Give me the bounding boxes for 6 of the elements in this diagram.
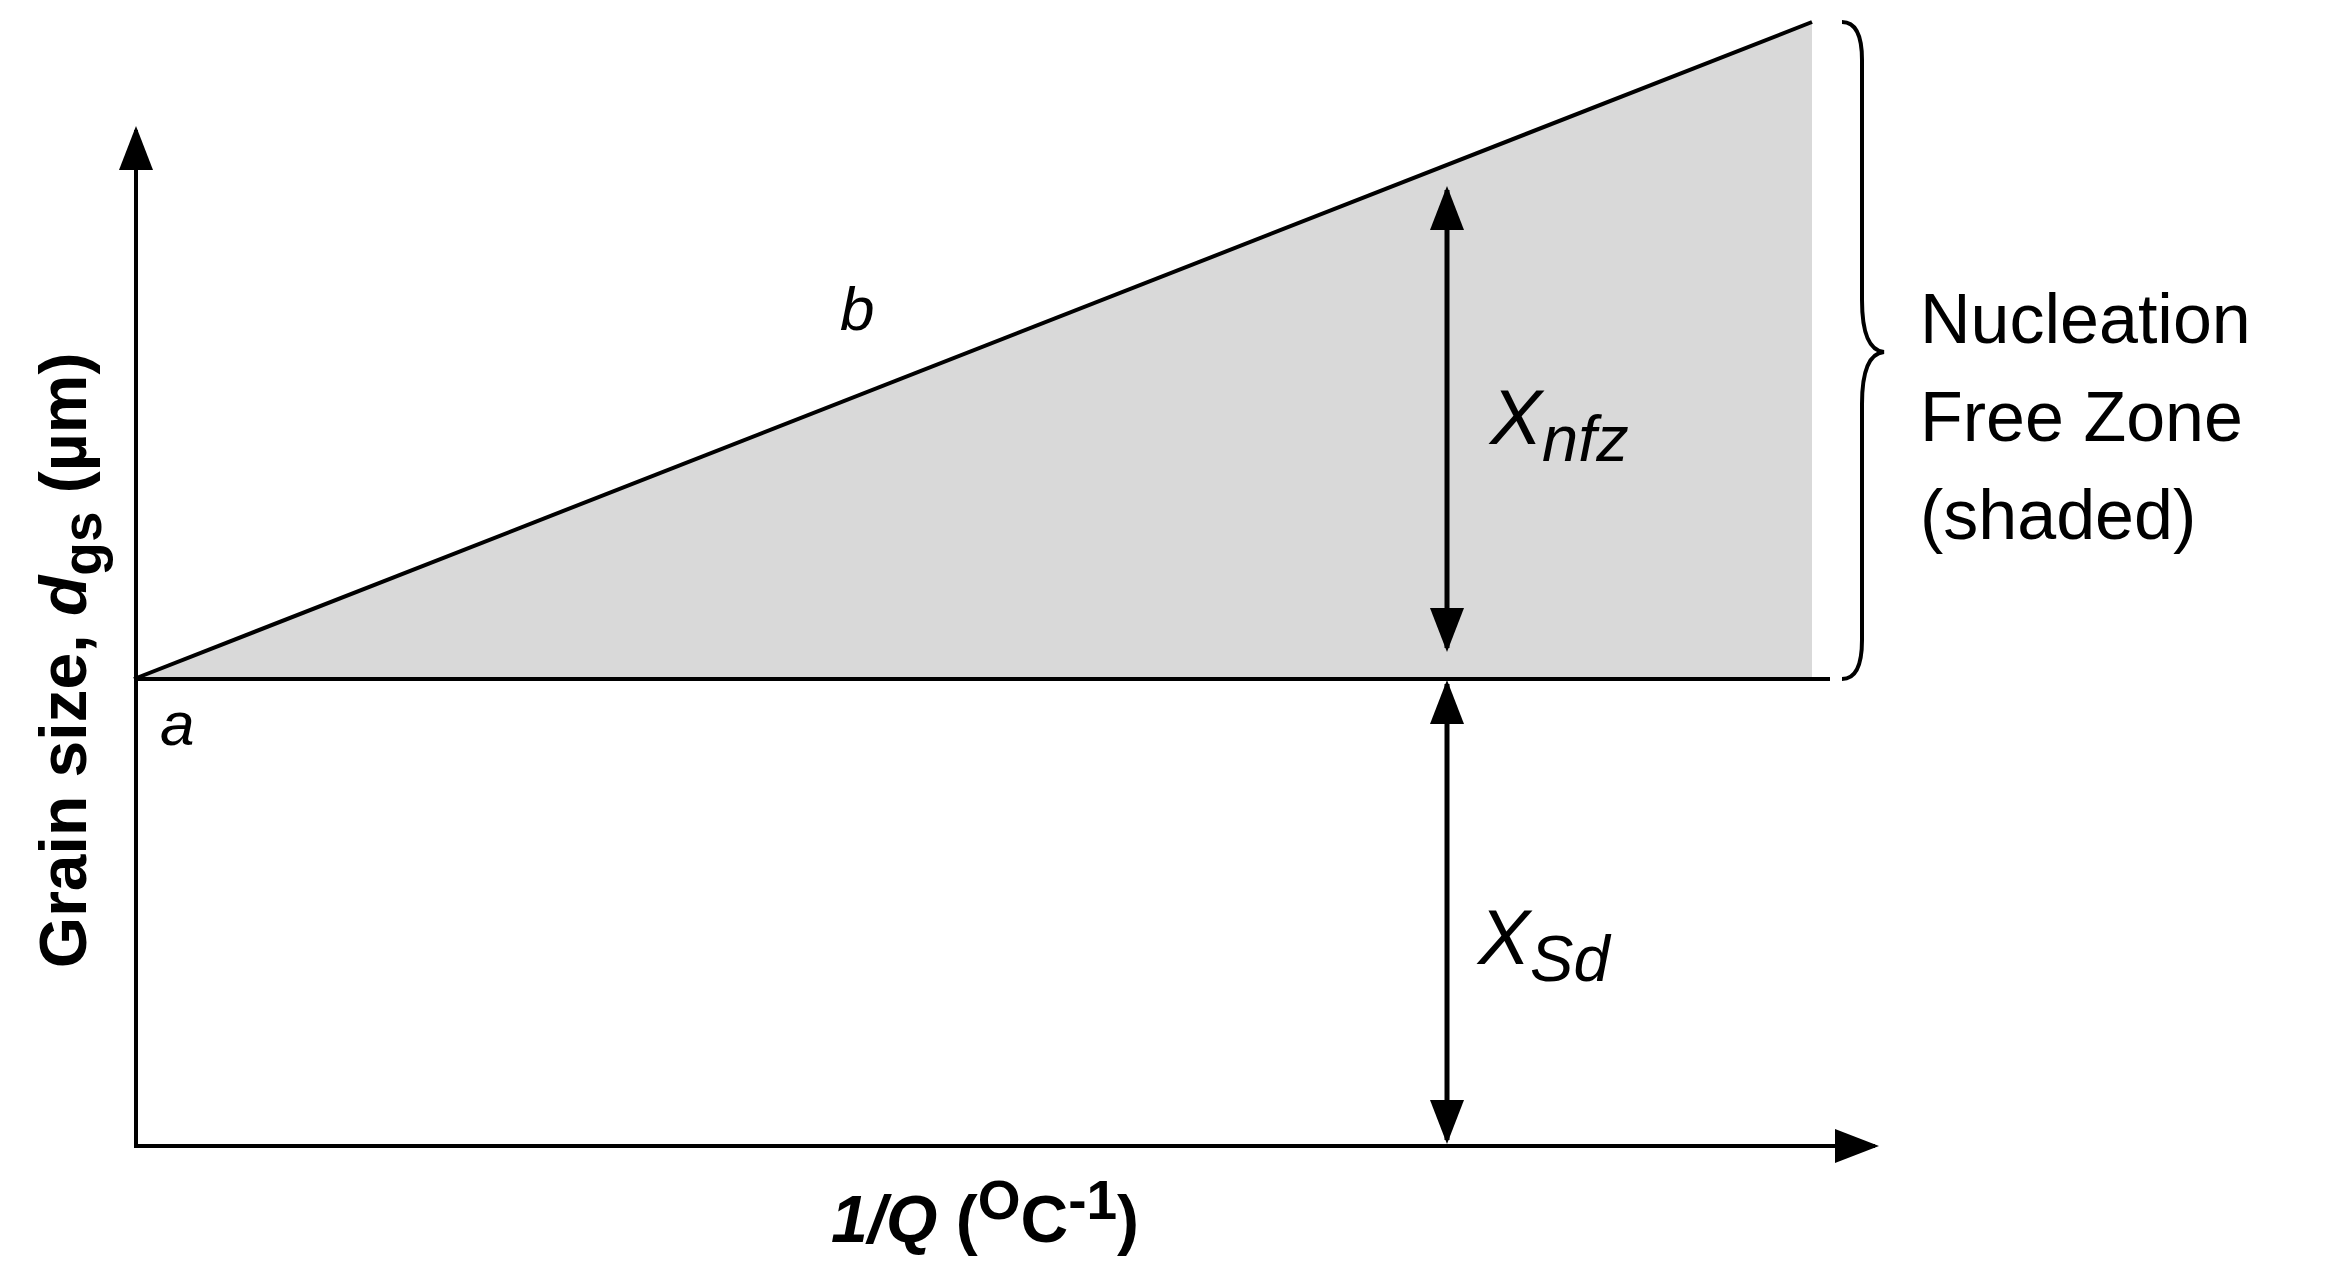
zone-label: Nucleation Free Zone (shaded) — [1920, 279, 2252, 556]
dimension-label: X$_{Sd}$ — [1478, 895, 1610, 995]
dimension-label: X$_{nfz}$ — [1490, 375, 1629, 475]
line-label: b — [840, 275, 875, 344]
point-label: a — [160, 690, 195, 759]
axis-title: 1/Q ($^{O}$C$^{-1}$) — [831, 1170, 1140, 1256]
